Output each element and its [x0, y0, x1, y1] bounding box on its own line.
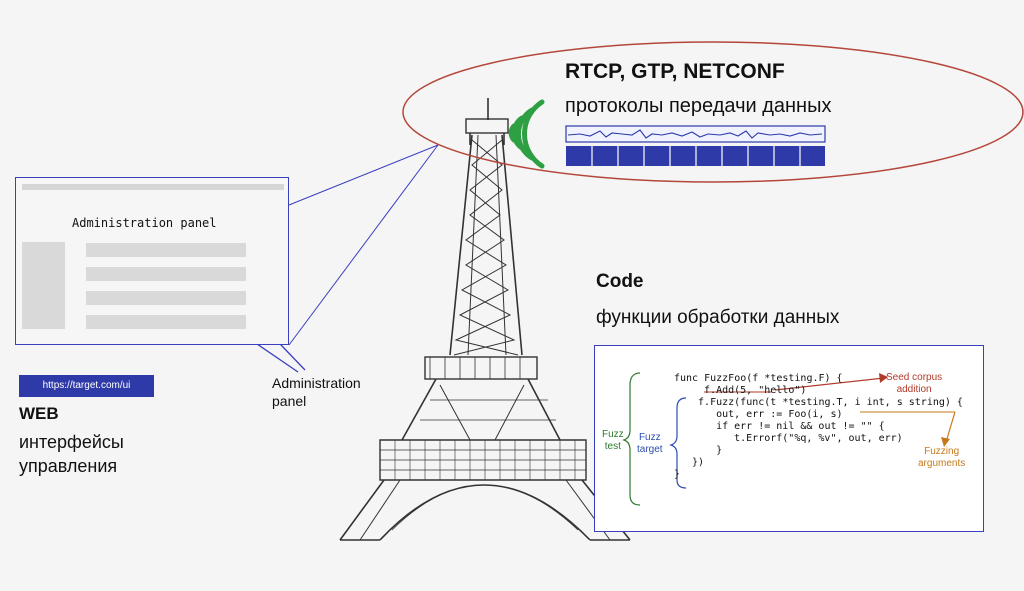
- code-line: f.Fuzz(func(t *testing.T, i int, s strin…: [686, 397, 963, 408]
- fuzz-target-label: Fuzz target: [637, 432, 663, 456]
- protocols-title: RTCP, GTP, NETCONF: [565, 60, 785, 83]
- admin-panel-row: [86, 291, 246, 305]
- fuzz-test-label-line: Fuzz: [602, 429, 624, 440]
- fuzz-test-brace: [622, 372, 641, 506]
- code-listing: func FuzzFoo(f *testing.F) { f.Add(5, "h…: [674, 373, 963, 481]
- admin-panel-row: [86, 243, 246, 257]
- code-snippet-box: [594, 345, 984, 532]
- signal-waveform: [565, 125, 826, 143]
- fuzz-test-label-line: test: [604, 441, 621, 452]
- fuzzing-arguments-line: arguments: [918, 458, 966, 469]
- fuzzing-arguments-note: Fuzzing arguments: [918, 446, 965, 470]
- admin-panel-row: [86, 267, 246, 281]
- web-subtitle-line: управления: [19, 456, 118, 476]
- fuzz-target-label-line: Fuzz: [638, 432, 661, 443]
- code-line: t.Errorf("%q, %v", out, err): [698, 433, 903, 444]
- url-badge: https://target.com/ui: [19, 375, 154, 397]
- code-line: out, err := Foo(i, s): [692, 409, 843, 420]
- admin-panel-title: Administration panel: [72, 216, 217, 230]
- admin-panel-row: [86, 315, 246, 329]
- code-line: }): [680, 457, 705, 468]
- code-subtitle: функции обработки данных: [596, 307, 840, 328]
- code-line: }: [692, 445, 723, 456]
- fuzzing-arguments-line: Fuzzing: [924, 446, 960, 457]
- callout-line: Administration: [272, 375, 361, 391]
- code-line: if err != nil && out != "" {: [692, 421, 885, 432]
- protocols-subtitle: протоколы передачи данных: [565, 95, 832, 117]
- admin-panel-sidebar: [22, 242, 65, 329]
- seed-corpus-line: Seed corpus: [886, 372, 943, 383]
- code-title: Code: [596, 271, 644, 292]
- data-packets-bar: [566, 146, 825, 166]
- seed-corpus-line: addition: [896, 384, 932, 395]
- web-subtitle: интерфейсы управления: [19, 430, 219, 478]
- fuzz-target-brace: [669, 397, 687, 489]
- code-line: }: [674, 469, 681, 480]
- seed-corpus-note: Seed corpus addition: [886, 372, 942, 396]
- protocols-ellipse: [402, 41, 1024, 183]
- code-line: func FuzzFoo(f *testing.F) {: [674, 373, 843, 384]
- web-title: WEB: [19, 404, 59, 423]
- admin-panel-topbar: [22, 184, 284, 190]
- callout-line: panel: [272, 393, 307, 409]
- web-subtitle-line: интерфейсы: [19, 432, 124, 452]
- signal-waves-icon: [508, 99, 545, 169]
- code-line: f.Add(5, "hello"): [692, 385, 807, 396]
- fuzz-test-label: Fuzz test: [602, 429, 624, 453]
- admin-panel-callout: Administration panel: [272, 374, 361, 410]
- fuzz-target-label-line: target: [637, 444, 663, 455]
